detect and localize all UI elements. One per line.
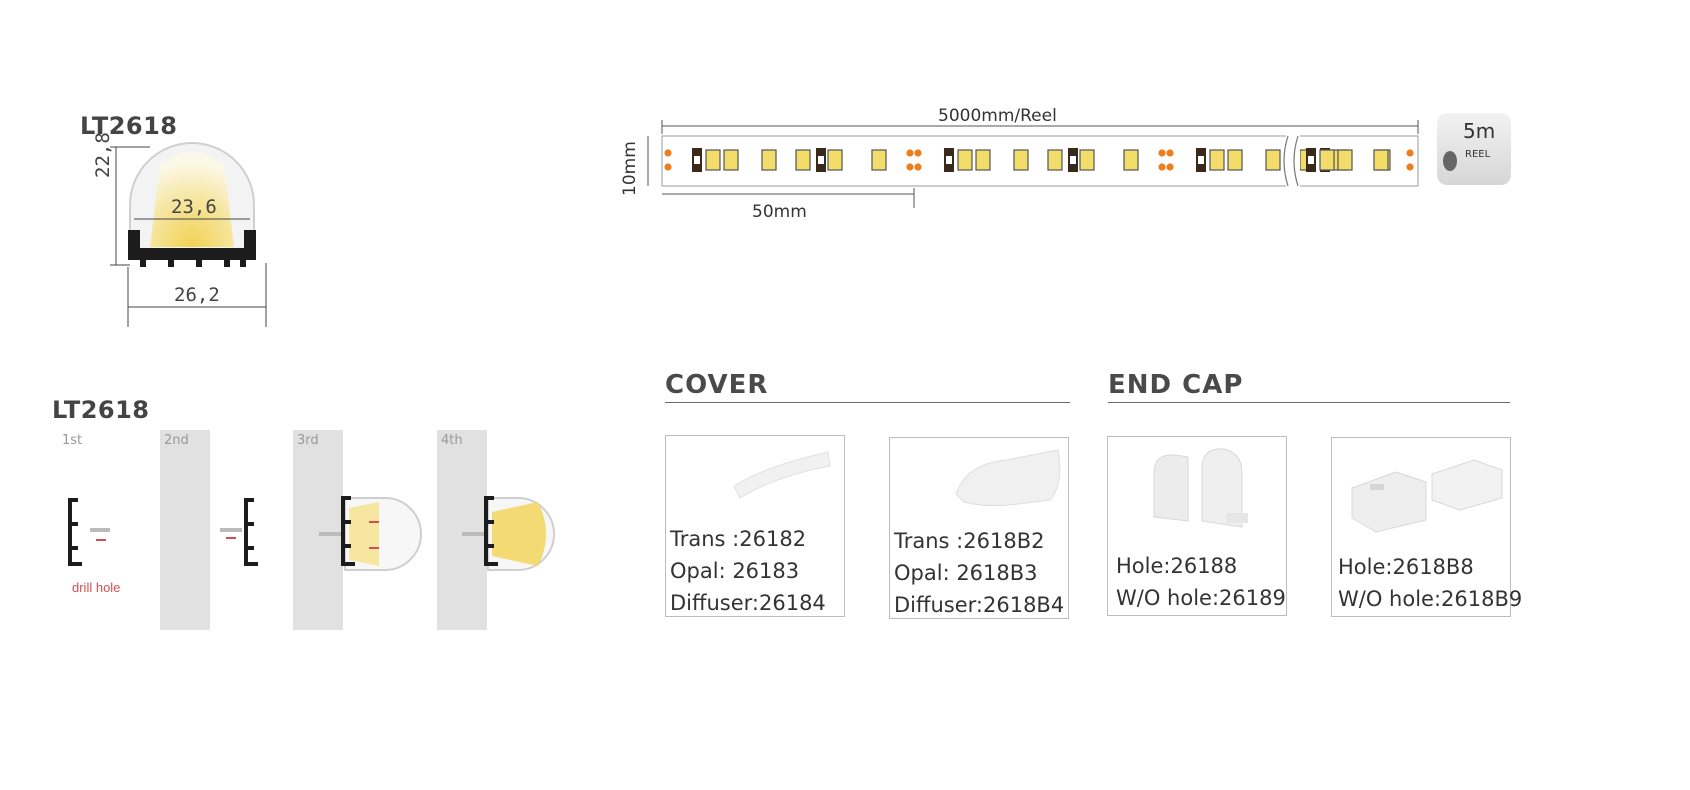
cover-2-line-3: Diffuser:2618B4 — [894, 593, 1065, 617]
led-chip — [795, 149, 811, 171]
solder-pad — [664, 163, 672, 171]
resistor-mark — [818, 156, 824, 164]
profile-outer-width-dim: 26,2 — [174, 284, 220, 306]
solder-pad — [1406, 149, 1414, 157]
cover-card-1: Trans :26182 Opal: 26183 Diffuser:26184 — [665, 435, 845, 617]
segment-length-label: 50mm — [752, 202, 807, 222]
cover-1-line-2: Opal: 26183 — [670, 559, 800, 583]
led-chip — [723, 149, 739, 171]
profile-title: LT2618 — [80, 112, 178, 140]
drill-hole-label: drill hole — [72, 580, 121, 595]
profile-drawing — [110, 142, 267, 327]
resistor-mark — [1198, 156, 1204, 164]
step-4-drawing — [462, 496, 555, 571]
reel-length-label: 5000mm/Reel — [938, 106, 1057, 126]
step-1-drawing — [68, 498, 110, 566]
led-chip — [1337, 149, 1353, 171]
install-title: LT2618 — [52, 396, 150, 424]
endcap-flat-image — [1351, 459, 1503, 533]
cover-dome-image — [955, 449, 1061, 507]
led-chip — [1265, 149, 1281, 171]
reel-badge: 5m REEL — [1437, 113, 1511, 185]
led-chip — [761, 149, 777, 171]
resistor-mark — [946, 156, 952, 164]
cover-heading: COVER — [665, 370, 769, 400]
step-1-label: 1st — [62, 433, 83, 448]
step-3-panel — [293, 430, 343, 630]
solder-pad — [664, 149, 672, 157]
led-chip — [705, 149, 721, 171]
cover-2-line-2: Opal: 2618B3 — [894, 561, 1038, 585]
led-chip — [1373, 149, 1389, 171]
resistor-mark — [1070, 156, 1076, 164]
solder-pad — [914, 149, 922, 157]
step-4-panel — [437, 430, 487, 630]
led-chip — [871, 149, 887, 171]
solder-pad — [906, 149, 914, 157]
step-2-panel — [160, 430, 210, 630]
endcap-1-line-2: W/O hole:26189 — [1116, 586, 1286, 610]
led-chip — [1227, 149, 1243, 171]
endcap-1-line-1: Hole:26188 — [1116, 554, 1238, 578]
solder-pad — [1166, 149, 1174, 157]
step-3-drawing — [319, 496, 422, 571]
step-2-drawing — [220, 498, 258, 566]
cover-card-2: Trans :2618B2 Opal: 2618B3 Diffuser:2618… — [889, 437, 1069, 619]
cover-divider — [665, 402, 1070, 403]
led-strip-drawing — [647, 120, 1419, 208]
endcap-round-image — [1153, 448, 1248, 528]
led-chip — [957, 149, 973, 171]
cover-trans-image — [733, 451, 831, 499]
led-chip — [1079, 149, 1095, 171]
resistor-mark — [694, 156, 700, 164]
reel-icon — [1443, 151, 1457, 171]
endcap-2-line-2: W/O hole:2618B9 — [1338, 587, 1523, 611]
reel-badge-text: REEL — [1465, 149, 1491, 160]
led-chip — [1047, 149, 1063, 171]
solder-pad — [1158, 149, 1166, 157]
led-chip — [827, 149, 843, 171]
led-chip — [975, 149, 991, 171]
solder-pad — [1158, 163, 1166, 171]
endcap-heading: END CAP — [1108, 370, 1244, 400]
cover-1-line-3: Diffuser:26184 — [670, 591, 826, 615]
endcap-divider — [1108, 402, 1510, 403]
led-chip — [1319, 149, 1335, 171]
strip-width-label: 10mm — [620, 141, 640, 196]
profile-inner-width-dim: 23,6 — [171, 196, 217, 218]
solder-pad — [1166, 163, 1174, 171]
endcap-2-line-1: Hole:2618B8 — [1338, 555, 1474, 579]
led-chip — [1209, 149, 1225, 171]
solder-pad — [1406, 163, 1414, 171]
cover-1-line-1: Trans :26182 — [670, 527, 807, 551]
solder-pad — [914, 163, 922, 171]
led-chip — [1013, 149, 1029, 171]
solder-pad — [906, 163, 914, 171]
reel-badge-value: 5m — [1463, 119, 1496, 143]
step-2-label: 2nd — [164, 433, 189, 448]
led-chip — [1123, 149, 1139, 171]
step-4-label: 4th — [441, 433, 463, 448]
profile-height-dim: 22,8 — [92, 132, 114, 178]
resistor-mark — [1308, 156, 1314, 164]
endcap-card-2: Hole:2618B8 W/O hole:2618B9 — [1331, 437, 1522, 617]
endcap-card-1: Hole:26188 W/O hole:26189 — [1107, 436, 1287, 616]
step-3-label: 3rd — [297, 433, 319, 448]
cover-2-line-1: Trans :2618B2 — [894, 529, 1045, 553]
